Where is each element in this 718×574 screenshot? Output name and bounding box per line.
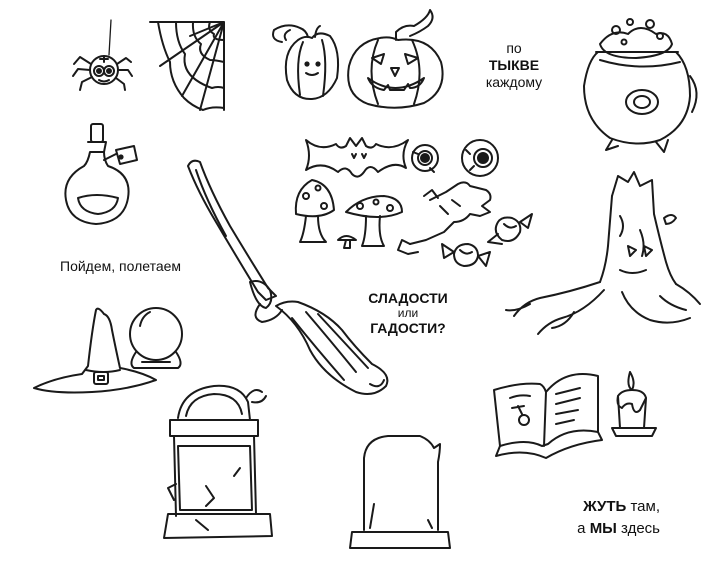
- spellbook-icon: [493, 373, 603, 459]
- trick-or-treat-line1: СЛАДОСТИ: [368, 290, 448, 306]
- jack-o-lantern-icon: [347, 9, 444, 109]
- potion-bottle-icon: [64, 123, 138, 225]
- broom-icon: [187, 159, 389, 395]
- creepy-rest-2: здесь: [616, 520, 660, 537]
- cauldron-icon: [583, 18, 698, 153]
- bat-icon: [305, 137, 409, 178]
- creepy-bold-word-2: МЫ: [589, 520, 617, 537]
- creepy-lead-2: а: [577, 520, 590, 537]
- spider-icon: [72, 19, 133, 91]
- creepy-caption: ЖУТЬ там, а МЫ здесь: [510, 496, 660, 540]
- eyeball-icon: [411, 139, 499, 177]
- trick-or-treat-line2: или: [397, 306, 419, 320]
- pumpkin-caption-line2: ТЫКВЕ: [488, 57, 540, 73]
- gate-tombstone-icon: [163, 384, 273, 539]
- candle-icon: [611, 371, 657, 437]
- creepy-bold-word: ЖУТЬ: [583, 498, 627, 515]
- fly-caption: Пойдем, полетаем: [60, 258, 182, 274]
- pumpkin-caption: по ТЫКВЕ каждому: [476, 40, 552, 91]
- candy-icon: [441, 213, 533, 267]
- trick-or-treat-caption: СЛАДОСТИ или ГАДОСТИ?: [358, 290, 458, 337]
- spiderweb-icon: [149, 21, 225, 111]
- pumpkin-caption-line3: каждому: [485, 74, 543, 90]
- creepy-caption-line2: а МЫ здесь: [510, 518, 660, 540]
- trick-or-treat-line3: ГАДОСТИ?: [370, 320, 446, 336]
- mushroom-icon: [294, 179, 403, 249]
- creepy-rest-1: там,: [626, 498, 660, 515]
- zombie-hand-icon: [397, 181, 492, 255]
- pumpkin-small-icon: [272, 24, 340, 101]
- dead-tree-icon: [505, 171, 701, 335]
- creepy-caption-line1: ЖУТЬ там,: [510, 496, 660, 518]
- tombstone-icon: [349, 435, 451, 549]
- crystal-ball-icon: [129, 307, 183, 369]
- pumpkin-caption-line1: по: [506, 40, 522, 56]
- witch-hat-icon: [33, 307, 157, 394]
